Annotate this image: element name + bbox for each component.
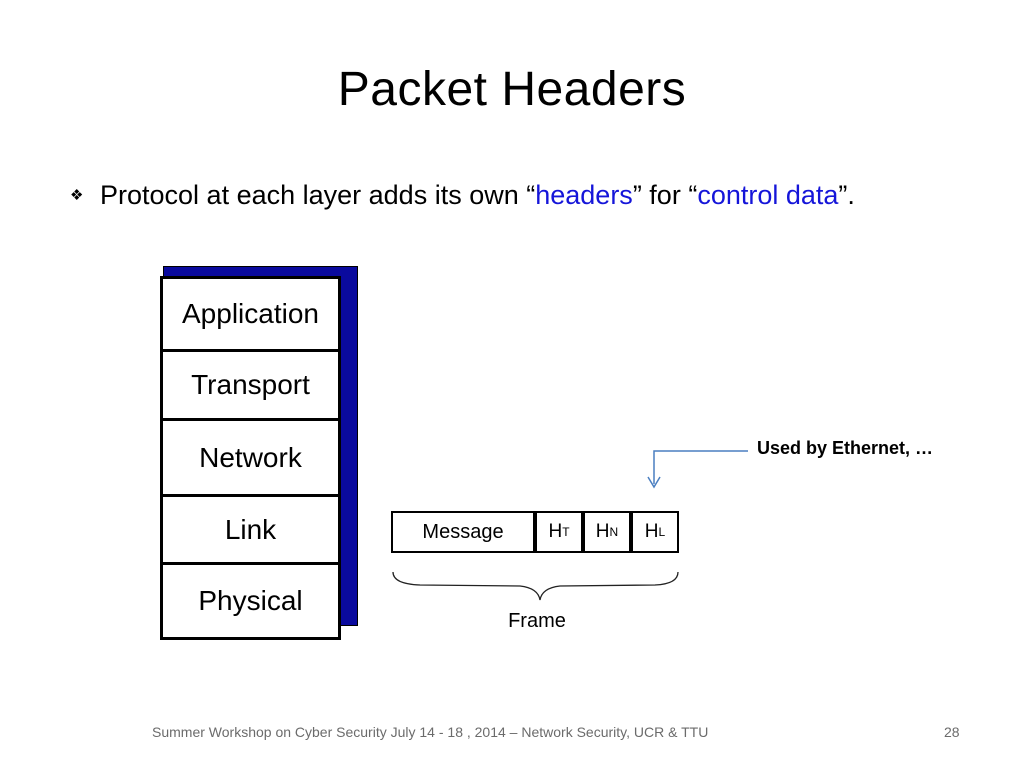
callout-arrow-icon <box>647 476 661 489</box>
callout-connector-line <box>653 450 748 484</box>
layer-application: Application <box>160 276 341 352</box>
bullet-prefix: Protocol at each layer adds its own <box>100 180 527 210</box>
term-headers: headers <box>535 180 633 210</box>
open-quote: “ <box>526 180 536 210</box>
ethernet-callout: Used by Ethernet, … <box>757 438 934 458</box>
protocol-layer-stack: Application Transport Network Link Physi… <box>160 276 341 640</box>
diamond-bullet-icon: ❖ <box>70 187 84 204</box>
bullet-suffix: ”. <box>838 180 855 210</box>
page-number: 28 <box>944 724 960 740</box>
bullet-middle: ” for “ <box>632 180 698 210</box>
bullet-point: ❖ Protocol at each layer adds its own “he… <box>70 180 1010 211</box>
frame-message-box: Message <box>391 511 535 553</box>
layer-transport: Transport <box>160 352 341 421</box>
layer-physical: Physical <box>160 565 341 640</box>
layer-link: Link <box>160 497 341 565</box>
frame-brace <box>392 571 679 601</box>
frame-label: Frame <box>508 610 566 632</box>
layer-network: Network <box>160 421 341 497</box>
slide-footer: Summer Workshop on Cyber Security July 1… <box>152 724 709 740</box>
term-control-data: control data <box>697 180 839 210</box>
slide-title: Packet Headers <box>337 63 687 116</box>
